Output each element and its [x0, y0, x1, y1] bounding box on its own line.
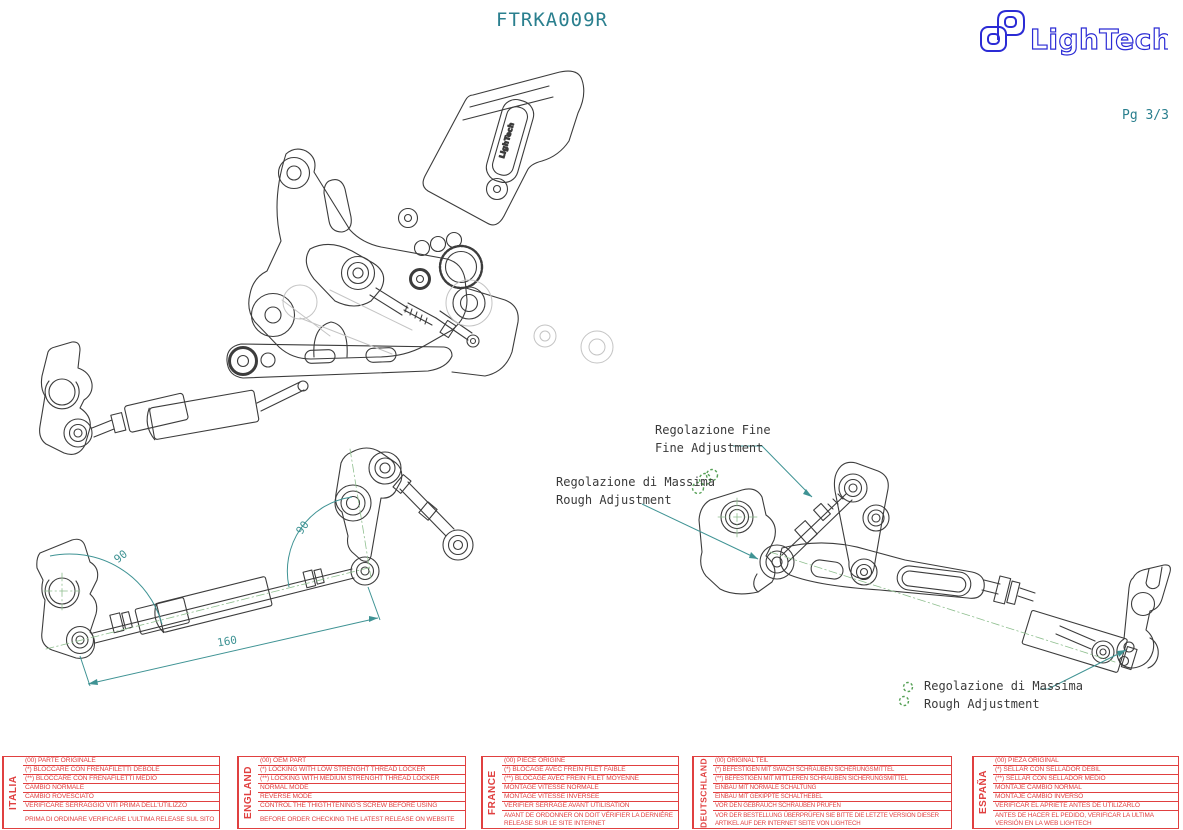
annotation-line: Fine Adjustment — [655, 441, 764, 455]
table-row: MONTAJE CAMBIO INVERSO — [993, 793, 1178, 802]
annotation-rough-adjustment-left: Regolazione di Massima Rough Adjustment — [556, 473, 715, 509]
annotation-rough-adjustment-right: Regolazione di Massima Rough Adjustment — [924, 677, 1083, 713]
annotation-line: Regolazione di Massima — [924, 679, 1083, 693]
table-row: (00) PARTE ORIGINALE — [23, 757, 219, 766]
table-row: REVERSE MODE — [258, 793, 465, 802]
main-assembly-drawing: LighTech — [39, 70, 614, 455]
dim-length: 160 — [216, 634, 238, 650]
table-row: (**) SELLAR CON SELLADOR MEDIO — [993, 775, 1178, 784]
table-row: (00) OEM PART — [258, 757, 465, 766]
table-row: BEFORE ORDER CHECKING THE LATEST RELEASE… — [260, 815, 455, 823]
table-row: (**) BLOCCARE CON FRENAFILETTI MEDIO — [23, 775, 219, 784]
table-row: (*) BLOCAGE AVEC FREIN FILET FAIBLE — [502, 766, 678, 775]
heel-plate-brand-text: LighTech — [498, 122, 516, 160]
table-row: VERIFICARE SERRAGGIO VITI PRIMA DELL'UTI… — [23, 802, 219, 811]
table-rows: (00) PIECE ORIGINE(*) BLOCAGE AVEC FREIN… — [502, 757, 678, 828]
page-title: FTRKA009R — [496, 9, 608, 31]
table-row: MONTAJE CAMBIO NORMAL — [993, 784, 1178, 793]
annotation-line: Regolazione Fine — [655, 423, 771, 437]
ghost-linkage — [281, 279, 614, 364]
annotation-fine-adjustment: Regolazione Fine Fine Adjustment — [655, 421, 771, 457]
table-language-label: ESPAÑA — [973, 757, 993, 828]
table-row: (00) PIEZA ORIGINAL — [993, 757, 1178, 766]
annotation-line: Rough Adjustment — [924, 697, 1040, 711]
language-table-espana: ESPAÑA(00) PIEZA ORIGINAL(*) SELLAR CON … — [972, 756, 1179, 829]
rear-linkage-drawing — [698, 461, 1171, 673]
language-table-england: ENGLAND(00) OEM PART(*) LOCKING WITH LOW… — [237, 756, 466, 829]
table-language-label: DEUTSCHLAND — [693, 757, 713, 828]
annotation-line: Rough Adjustment — [556, 493, 672, 507]
adjustment-highlight-dots — [691, 468, 914, 707]
table-rows: (00) PARTE ORIGINALE(*) BLOCCARE CON FRE… — [23, 757, 219, 828]
table-row: (*) SELLAR CON SELLADOR DEBIL — [993, 766, 1178, 775]
table-row: EINBAU MIT NORMALE SCHALTUNG — [713, 784, 951, 793]
table-row: AVANT DE ORDONNER ON DOIT VÉRIFIER LA DE… — [504, 812, 673, 827]
table-row: CAMBIO ROVESCIATO — [23, 793, 219, 802]
dim-angle-left: 90 — [111, 547, 129, 565]
table-row: CONTROL THE THIGTHTENING'S SCREW BEFORE … — [258, 802, 465, 811]
lightech-logo: LighTech — [980, 10, 1168, 57]
lightech-logo-text: LighTech — [1030, 23, 1168, 56]
table-row: CAMBIO NORMALE — [23, 784, 219, 793]
table-row: MONTAGE VITESSE NORMALE — [502, 784, 678, 793]
table-row: EINBAU MIT GEKIPPTE SCHALTHEBEL — [713, 793, 951, 802]
page-number: Pg 3/3 — [1122, 108, 1169, 123]
language-table-italia: ITALIA(00) PARTE ORIGINALE(*) BLOCCARE C… — [2, 756, 220, 829]
table-row: (**) BEFESTIGEN MIT MITTLEREN SCHRAUBEN … — [713, 775, 951, 784]
table-row: PRIMA DI ORDINARE VERIFICARE L'ULTIMA RE… — [25, 815, 215, 823]
table-language-label: ITALIA — [3, 757, 23, 828]
tie-rod-drawing — [36, 447, 474, 659]
annotation-line: Regolazione di Massima — [556, 475, 715, 489]
table-row: VOR DER BESTELLUNG ÜBERPRÜFEN SIE BITTE … — [715, 812, 939, 827]
table-rows: (00) OEM PART(*) LOCKING WITH LOW STRENG… — [258, 757, 465, 828]
table-row: MONTAGE VITESSE INVERSEE — [502, 793, 678, 802]
table-rows: (00) PIEZA ORIGINAL(*) SELLAR CON SELLAD… — [993, 757, 1178, 828]
table-row: (*) BLOCCARE CON FRENAFILETTI DEBOLE — [23, 766, 219, 775]
language-table-deutschland: DEUTSCHLAND(00) ORIGINAL TEIL(*) BEFESTI… — [692, 756, 952, 829]
table-row: ANTES DE HACER EL PEDIDO, VERIFICAR LA U… — [995, 812, 1154, 827]
annotation-leader-lines — [641, 445, 1127, 690]
table-rows: (00) ORIGINAL TEIL(*) BEFESTIGEN MIT SWA… — [713, 757, 951, 828]
table-row: VOR DEN GEBRAUCH SCHRAUBEN PRÜFEN — [713, 802, 951, 811]
table-row: (*) LOCKING WITH LOW STRENGHT THREAD LOC… — [258, 766, 465, 775]
table-language-label: FRANCE — [482, 757, 502, 828]
table-row: (**) LOCKING WITH MEDIUM STRENGHT THREAD… — [258, 775, 465, 784]
table-row: VERIFICAR EL APRIETE ANTES DE UTILIZARLO — [993, 802, 1178, 811]
lightech-logo-mark — [980, 10, 1025, 52]
table-row: (00) PIECE ORIGINE — [502, 757, 678, 766]
table-language-label: ENGLAND — [238, 757, 258, 828]
table-row: (*) BEFESTIGEN MIT SWACH SCHRAUBEN SICHE… — [713, 766, 951, 775]
table-row: (**) BLOCAGE AVEC FREIN FILET MOYENNE — [502, 775, 678, 784]
table-row: NORMAL MODE — [258, 784, 465, 793]
table-row: VERIFIER SERRAGE AVANT UTILISATION — [502, 802, 678, 811]
dimension-annotations: 90 90 160 — [49, 496, 381, 687]
language-table-france: FRANCE(00) PIECE ORIGINE(*) BLOCAGE AVEC… — [481, 756, 679, 829]
dim-angle-right: 90 — [293, 519, 311, 537]
table-row: (00) ORIGINAL TEIL — [713, 757, 951, 766]
